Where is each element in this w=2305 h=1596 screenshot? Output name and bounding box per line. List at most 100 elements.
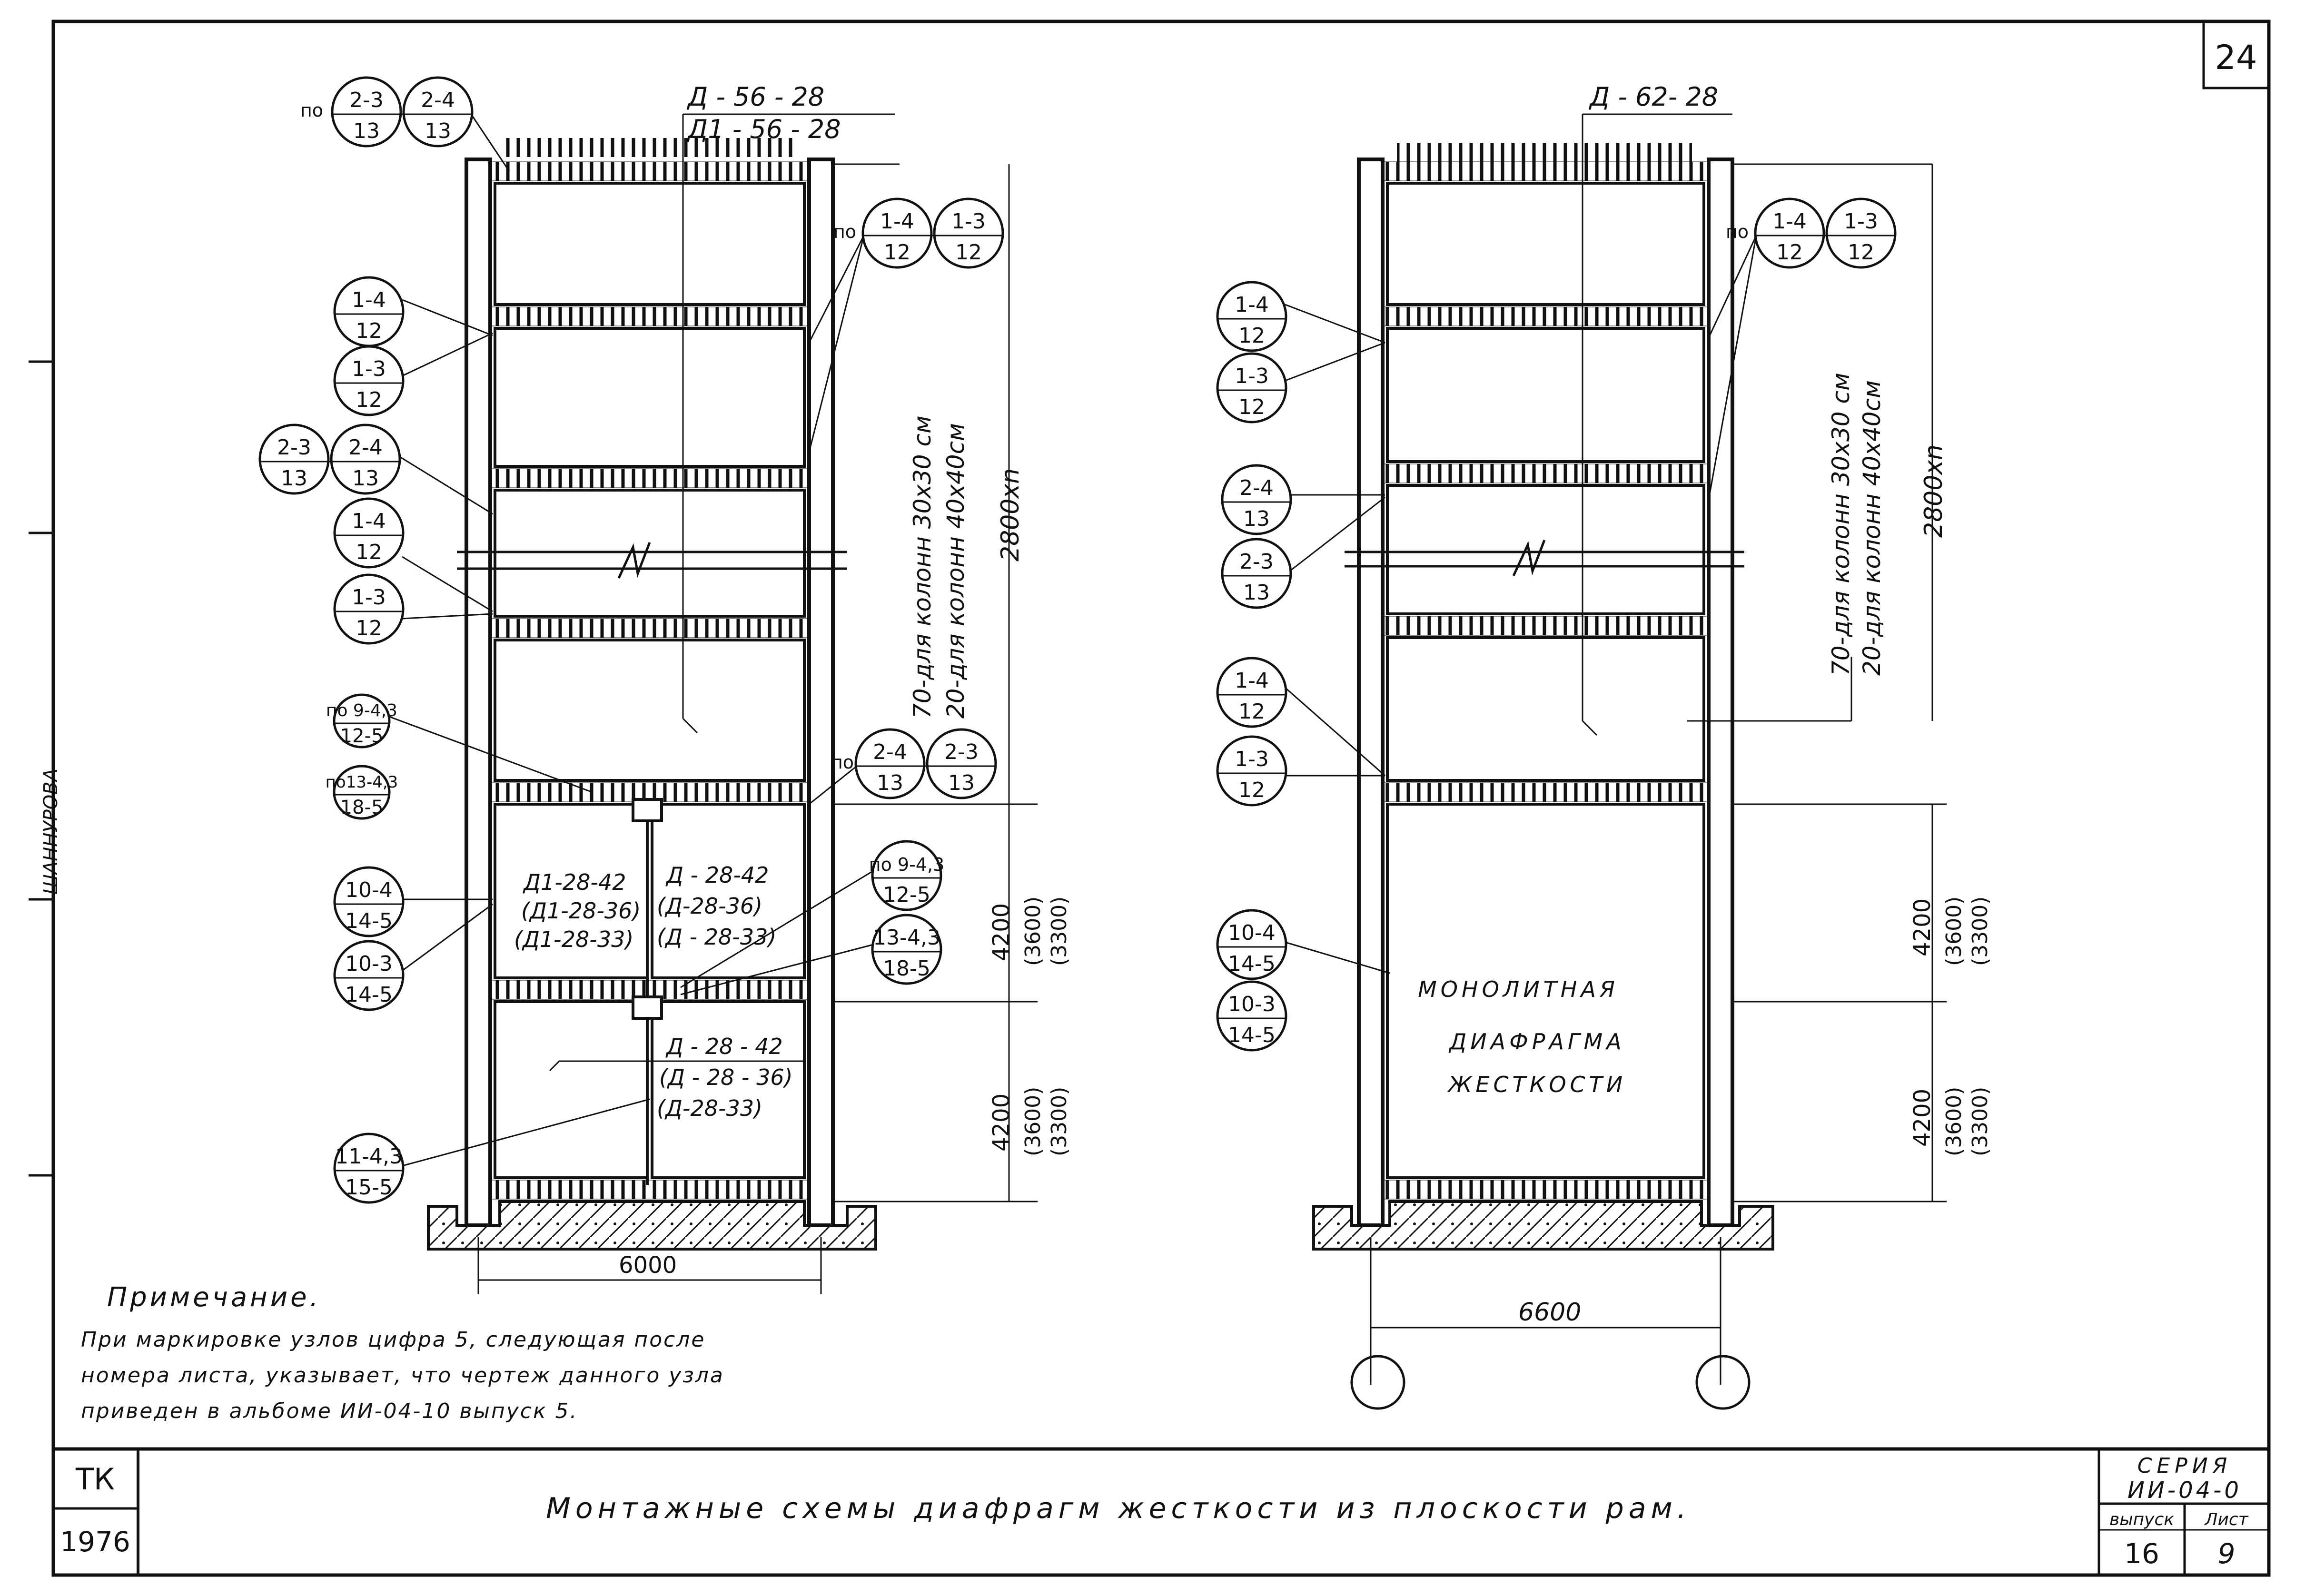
series-label: СЕРИЯ: [2137, 1454, 2232, 1478]
left-rm-node-2-sheet: 13: [948, 771, 975, 795]
right-low-node-2: 10-3: [1228, 992, 1276, 1016]
left-po-13-43-sheet: 18-5: [340, 797, 384, 818]
left-frame-diagram: Д - 56 - 28 Д1 - 56 - 28 2800хn 70-для к…: [258, 76, 1071, 1294]
left-panel-lower-2: (Д - 28 - 36): [659, 1064, 793, 1090]
margin-signature: ШАННУРОВА: [40, 768, 62, 895]
left-po-9-43-sheet: 12-5: [340, 725, 384, 747]
title-block-org: ТК: [75, 1462, 115, 1497]
right-mark-leader: [1582, 113, 1932, 736]
right-c-node-1-sheet: 12: [1238, 699, 1265, 724]
right-tr-node-2: 1-3: [1844, 209, 1878, 234]
left-node-11-sheet: 15-5: [345, 1175, 393, 1200]
left-top-po: по: [300, 100, 323, 121]
left-low-node-1-sheet: 14-5: [345, 909, 393, 933]
left-a-node-2-sheet: 12: [356, 388, 382, 412]
right-low-node-1-sheet: 14-5: [1228, 952, 1276, 976]
left-node-labels: по 2-3 13 2-4 13 по 1-4 12 1-3 12 1-4 12…: [277, 88, 986, 1200]
right-a-node-2-sheet: 12: [1238, 395, 1265, 419]
monolith-line-2: ДИАФРАГМА: [1448, 1029, 1625, 1054]
left-node-circles: [258, 76, 1004, 1204]
right-panels: [1386, 182, 1705, 1179]
right-tr-node-1-sheet: 12: [1776, 240, 1803, 265]
right-columns-note-2: 20-для колонн 40х40см: [1858, 380, 1886, 676]
left-panels: [494, 182, 806, 1185]
left-rl-node-1-sheet: 12-5: [883, 883, 930, 907]
left-panel-lower-bracket: [549, 1060, 804, 1072]
note-line-1: При маркировке узлов цифра 5, следующая …: [81, 1328, 706, 1352]
sheet-value: 9: [2218, 1537, 2236, 1570]
right-dimensions: [1370, 164, 1947, 1385]
left-b-node-1-sheet: 13: [281, 466, 307, 491]
left-rm-node-1-sheet: 13: [877, 771, 903, 795]
left-columns-note-2: 20-для колонн 40х40см: [942, 423, 969, 719]
left-panel-upper-right-2: (Д-28-36): [657, 893, 762, 919]
left-panel-upper-left-2: (Д1-28-36): [521, 898, 641, 924]
left-po-13-43: по13-4,3: [326, 773, 398, 792]
left-columns-note-1: 70-для колонн 30х30 см: [909, 415, 936, 719]
left-top-node-1: 2-3: [349, 88, 384, 112]
right-leaders: [1285, 235, 1757, 974]
left-c-node-1-sheet: 12: [356, 540, 382, 564]
left-width-dim: 6000: [619, 1252, 677, 1279]
left-tr-po: по: [833, 221, 856, 242]
right-low-node-1: 10-4: [1228, 921, 1276, 945]
left-node-11: 11-4,3: [335, 1144, 403, 1169]
right-floor-dim-lower-2: (3600): [1942, 1087, 1966, 1156]
right-node-circles: [1216, 197, 1897, 1052]
left-rl-node-2-sheet: 18-5: [883, 956, 930, 981]
left-a-node-2: 1-3: [352, 357, 386, 381]
left-tr-node-1-sheet: 12: [884, 240, 910, 265]
right-foundation: [1312, 1200, 1774, 1251]
left-c-node-1: 1-4: [352, 509, 386, 533]
left-tr-node-2: 1-3: [951, 209, 986, 234]
right-height-dim: 2800хn: [1919, 444, 1948, 538]
right-width-dim: 6600: [1518, 1298, 1581, 1327]
issue-label: выпуск: [2109, 1510, 2174, 1529]
left-slabs: [490, 138, 810, 1200]
right-b-node-2: 2-3: [1239, 550, 1274, 574]
right-monolith-label: МОНОЛИТНАЯ ДИАФРАГМА ЖЕСТКОСТИ: [1418, 976, 1625, 1097]
right-c-node-1: 1-4: [1235, 669, 1269, 693]
left-leaders: [387, 114, 874, 1167]
note-block: Примечание. При маркировке узлов цифра 5…: [81, 1282, 723, 1423]
left-floor-dim-lower-3: (3300): [1047, 1087, 1071, 1156]
right-node-labels: по 1-4 12 1-3 12 1-4 12 1-3 12 2-4 13 2-…: [1228, 209, 1878, 1047]
right-slabs: [1382, 143, 1709, 1200]
left-po-9-43: по 9-4,3: [326, 701, 397, 720]
right-c-node-2-sheet: 12: [1238, 778, 1265, 802]
left-c-node-2-sheet: 12: [356, 616, 382, 640]
left-panel-upper-right-3: (Д - 28-33): [657, 924, 776, 950]
left-tr-node-1: 1-4: [880, 209, 914, 234]
left-mark-leader: [682, 113, 900, 734]
right-floor-dim-upper-2: (3600): [1942, 897, 1966, 966]
left-height-dim: 2800хn: [996, 468, 1025, 562]
right-columns-note-1: 70-для колонн 30х30 см: [1827, 373, 1855, 676]
right-tr-node-2-sheet: 12: [1848, 240, 1874, 265]
left-c-node-2: 1-3: [352, 585, 386, 610]
left-a-node-1: 1-4: [352, 288, 386, 312]
left-foundation: [427, 1200, 877, 1251]
right-floor-dim-upper-1: 4200: [1909, 898, 1936, 956]
title-block-year: 1976: [60, 1526, 130, 1558]
left-b-node-2: 2-4: [348, 435, 383, 460]
right-b-node-1-sheet: 13: [1243, 507, 1270, 531]
left-floor-dim-lower-1: 4200: [988, 1094, 1015, 1152]
note-title: Примечание.: [107, 1282, 321, 1313]
left-rl-node-2: 13-4,3: [873, 926, 940, 950]
sheet-frame: [29, 20, 2271, 1577]
right-floor-dim-lower-3: (3300): [1968, 1087, 1992, 1156]
left-panel-lower-3: (Д-28-33): [657, 1095, 762, 1121]
left-rm-node-1: 2-4: [873, 740, 907, 764]
left-mark: Д - 56 - 28: [687, 82, 824, 112]
title-block-title: Монтажные схемы диафрагм жесткости из пл…: [546, 1492, 1691, 1525]
left-low-node-1: 10-4: [345, 878, 393, 902]
left-floor-dim-upper-1: 4200: [988, 903, 1015, 961]
right-floor-dim-lower-1: 4200: [1909, 1089, 1936, 1147]
sheet-label: Лист: [2204, 1510, 2248, 1529]
right-mark: Д - 62- 28: [1589, 82, 1718, 112]
right-a-node-1: 1-4: [1235, 293, 1269, 317]
right-a-node-1-sheet: 12: [1238, 324, 1265, 348]
left-top-node-2-sheet: 13: [425, 119, 451, 143]
sheet-number: 24: [2215, 38, 2257, 77]
right-tr-po: по: [1726, 221, 1749, 242]
